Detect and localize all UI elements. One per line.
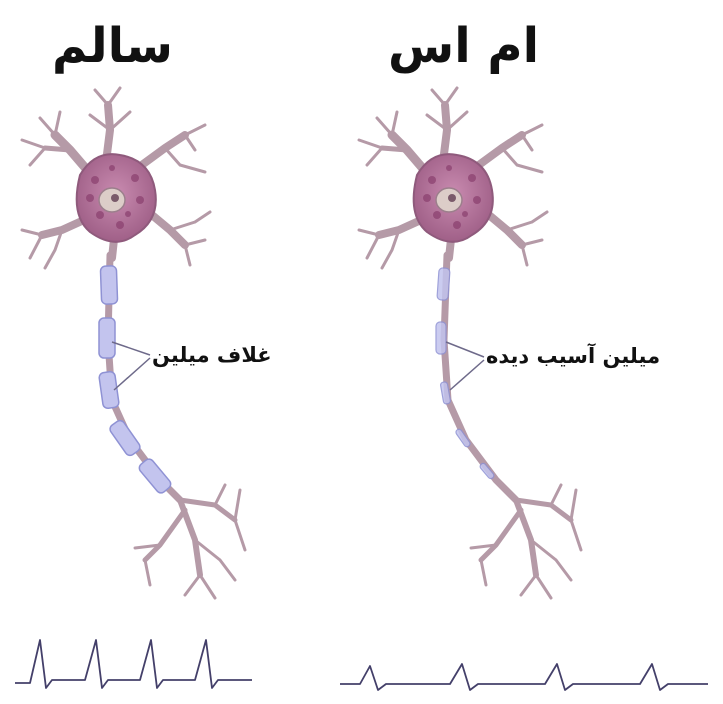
- healthy-action-potential-trace: [15, 640, 252, 688]
- ms-axon: [444, 255, 516, 500]
- ms-axon-terminals: [471, 485, 581, 598]
- healthy-myelin-sheath: [99, 266, 173, 495]
- healthy-title: سالم: [52, 18, 173, 74]
- myelin-sheath-label: غلاف میلین: [152, 343, 272, 367]
- healthy-label-pointers: [112, 342, 150, 390]
- ms-title: ام اس: [388, 18, 539, 74]
- healthy-axon-terminals: [135, 485, 245, 598]
- damaged-myelin-label: میلین آسیب دیده: [486, 344, 660, 368]
- ms-neuron: [359, 88, 581, 598]
- ms-action-potential-trace: [340, 664, 708, 690]
- ms-label-pointers: [446, 342, 484, 390]
